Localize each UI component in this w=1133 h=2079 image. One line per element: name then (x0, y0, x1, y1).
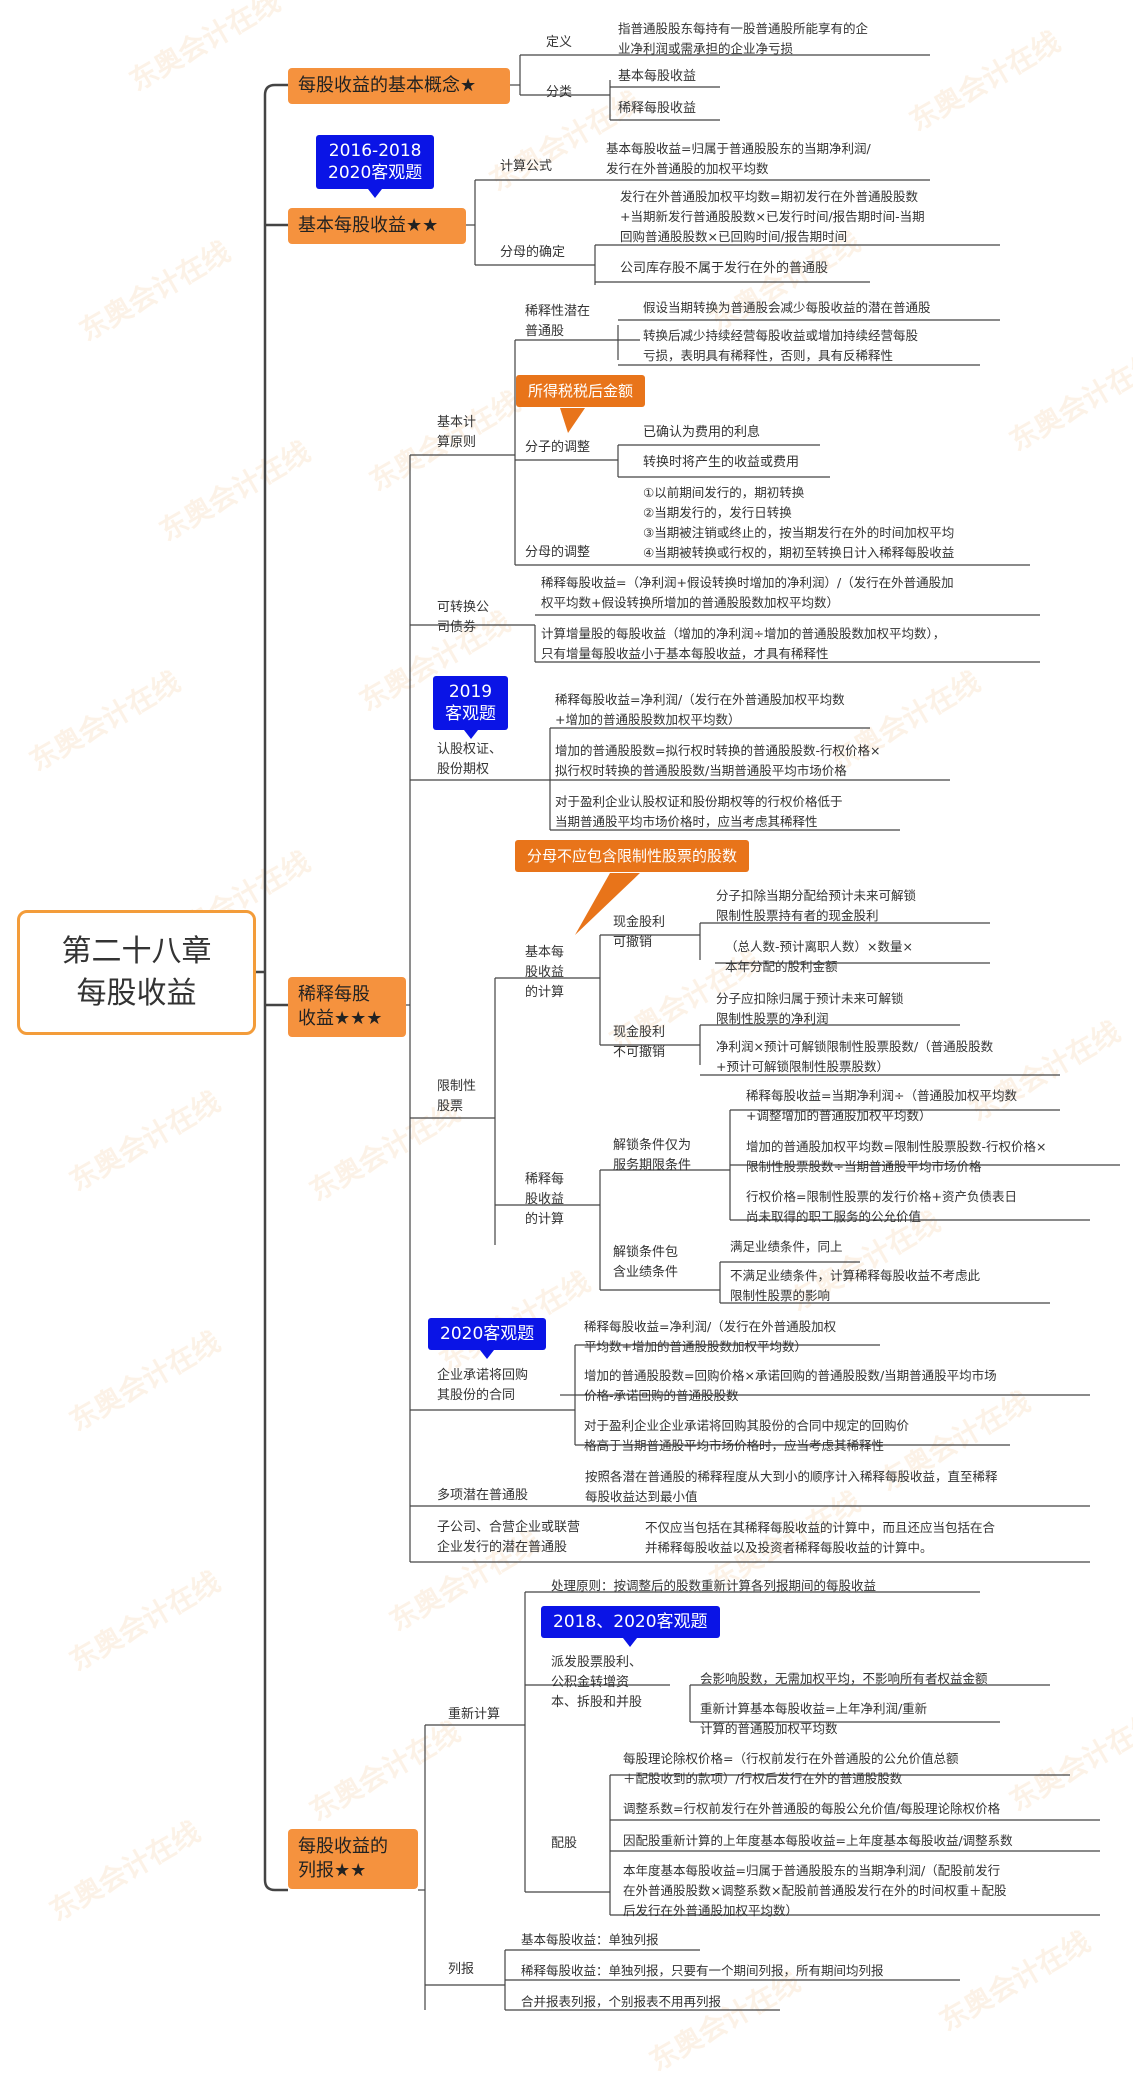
node-revocable-amount: （总人数-预计离职人数）×数量× 本年分配的股利金额 (725, 939, 913, 974)
exam-year-tag-2016-2020: 2016-2018 2020客观题 (316, 135, 435, 198)
node-present-diluted: 稀释每股收益：单独列报，只要有一个期间列报，所有期间均列报 (521, 1963, 884, 1978)
node-rights-issue: 配股 (551, 1836, 578, 1851)
node-irrevocable-amount: 净利润×预计可解锁限制性股票股数/（普通股股数 +预计可解锁限制性股票股数） (716, 1039, 994, 1074)
node-performance-not-met: 不满足业绩条件，计算稀释每股收益不考虑此 限制性股票的影响 (730, 1268, 981, 1303)
node-restricted-stock: 限制性 股票 (437, 1079, 477, 1114)
callout-after-tax-amount: 所得税税后金额 (516, 375, 646, 407)
node-stock-dividends: 派发股票股利、 公积金转增资 本、拆股和并股 (551, 1655, 643, 1710)
connector-line (263, 972, 288, 1892)
node-revocable-dividend: 现金股利 可撤销 (613, 915, 666, 950)
node-current-year-eps: 本年度基本每股收益=归属于普通股股东的当期净利润/（配股前发行 在外普通股股数×… (623, 1863, 1007, 1918)
node-weighted-average: 发行在外普通股加权平均数=期初发行在外普通股股数 +当期新发行普通股股数×已发行… (620, 189, 925, 244)
mind-map: 东奥会计在线东奥会计在线东奥会计在线东奥会计在线东奥会计在线东奥会计在线东奥会计… (17, 0, 1133, 2078)
node-presentation: 列报 (448, 1962, 475, 1977)
node-repurchase-shares: 增加的普通股股数=回购价格×承诺回购的普通股股数/当期普通股平均市场 价格-承诺… (584, 1368, 997, 1403)
node-formula: 计算公式 (500, 159, 553, 174)
node-definition: 定义 (546, 35, 573, 50)
node-service-condition: 解锁条件仅为 服务期限条件 (613, 1138, 692, 1173)
node-performance-condition: 解锁条件包 含业绩条件 (613, 1245, 679, 1280)
node-basic-eps-class: 基本每股收益 (618, 69, 697, 84)
node-repurchase-dilutive: 对于盈利企业企业承诺将回购其股份的合同中规定的回购价 格高于当期普通股平均市场价… (584, 1418, 910, 1453)
node-service-shares: 增加的普通股加权平均数=限制性股票股数-行权价格× 限制性股票股数÷当期普通股平… (746, 1139, 1047, 1174)
callout-pointer (575, 873, 640, 935)
node-dilutive-test: 转换后减少持续经营每股收益或增加持续经营每股 亏损，表明具有稀释性，否则，具有反… (643, 328, 919, 363)
callout-pointer (560, 408, 585, 433)
node-multiple-order: 按照各潜在普通股的稀释程度从大到小的顺序计入稀释每股收益，直至稀释 每股收益达到… (585, 1469, 998, 1504)
node-basic-principles: 基本计 算原则 (437, 415, 477, 450)
node-warrants-shares: 增加的普通股股数=拟行权时转换的普通股股数-行权价格× 拟行权时转换的普通股股数… (555, 743, 881, 778)
root-node: 第二十八章 每股收益 (17, 910, 256, 1035)
node-recalculation: 重新计算 (448, 1707, 501, 1722)
node-irrevocable-numerator: 分子应扣除归属于预计未来可解锁 限制性股票的净利润 (716, 991, 904, 1026)
node-subsidiary-potential: 子公司、合营企业或联营 企业发行的潜在普通股 (437, 1520, 581, 1555)
node-warrants-formula: 稀释每股收益=净利润/（发行在外普通股加权平均数 +增加的普通股股数加权平均数） (555, 692, 845, 727)
branch-basic-concept: 每股收益的基本概念★ (288, 68, 510, 104)
node-dilutive-potential: 稀释性潜在 普通股 (525, 304, 591, 339)
branch-diluted-eps: 稀释每股 收益★★★ (288, 977, 406, 1037)
node-interest-expense: 已确认为费用的利息 (643, 425, 761, 440)
node-numerator-adjustment: 分子的调整 (525, 440, 591, 455)
callout-exclude-restricted-shares: 分母不应包含限制性股票的股数 (515, 840, 750, 872)
node-revocable-numerator: 分子扣除当期分配给预计未来可解锁 限制性股票持有者的现金股利 (716, 888, 917, 923)
exam-year-tag-2019: 2019 客观题 (433, 676, 508, 739)
node-repurchase-contract: 企业承诺将回购 其股份的合同 (437, 1368, 529, 1403)
connector-line (263, 83, 288, 972)
node-convertible-bonds: 可转换公 司债券 (437, 600, 490, 635)
node-repurchase-formula: 稀释每股收益=净利润/（发行在外普通股加权 平均数+增加的普通股股数加权平均数） (584, 1319, 837, 1354)
node-treasury-stock: 公司库存股不属于发行在外的普通股 (620, 261, 829, 276)
node-ex-rights-price: 每股理论除权价格=（行权前发行在外普通股的公允价值总额 ＋配股收到的款项）/行权… (623, 1751, 959, 1786)
node-subsidiary-inclusion: 不仅应当包括在其稀释每股收益的计算中，而且还应当包括在合 并稀释每股收益以及投资… (645, 1520, 996, 1555)
node-diluted-eps-class: 稀释每股收益 (618, 101, 697, 116)
branch-eps-reporting: 每股收益的 列报★★ (288, 1829, 418, 1889)
node-performance-met: 满足业绩条件，同上 (730, 1239, 843, 1254)
exam-year-tag-2018-2020: 2018、2020客观题 (541, 1606, 720, 1647)
node-prior-year-restated: 因配股重新计算的上年度基本每股收益=上年度基本每股收益/调整系数 (623, 1833, 1013, 1848)
node-dilutive-definition: 假设当期转换为普通股会减少每股收益的潜在普通股 (643, 300, 931, 315)
node-irrevocable-dividend: 现金股利 不可撤销 (613, 1025, 666, 1060)
node-multiple-potential: 多项潜在普通股 (437, 1488, 529, 1503)
node-formula-text: 基本每股收益=归属于普通股股东的当期净利润/ 发行在外普通股的加权平均数 (606, 141, 871, 176)
node-restricted-diluted-calc: 稀释每 股收益 的计算 (525, 1172, 565, 1227)
node-exercise-price: 行权价格=限制性股票的发行价格+资产负债表日 尚未取得的职工服务的公允价值 (746, 1189, 1017, 1224)
node-incremental-eps: 计算增量股的每股收益（增加的净利润÷增加的普通股股数加权平均数）， 只有增量每股… (541, 626, 946, 661)
node-adjustment-factor: 调整系数=行权前发行在外普通股的每股公允价值/每股理论除权价格 (623, 1801, 1001, 1816)
node-denominator: 分母的确定 (500, 245, 566, 260)
branch-basic-eps: 基本每股收益★★ (288, 208, 466, 244)
node-conversion-timing: ①以前期间发行的，期初转换 ②当期发行的，发行日转换 ③当期被注销或终止的，按当… (643, 485, 955, 560)
exam-year-tag-2020: 2020客观题 (428, 1318, 547, 1359)
node-stock-dividend-recalc: 重新计算基本每股收益=上年净利润/重新 计算的普通股加权平均数 (700, 1701, 928, 1736)
node-stock-dividend-effect: 会影响股数，无需加权平均，不影响所有者权益金额 (700, 1671, 988, 1686)
node-warrants-options: 认股权证、 股份期权 (437, 742, 503, 777)
node-recalc-principle: 处理原则：按调整后的股数重新计算各列报期间的每股收益 (551, 1578, 877, 1593)
node-present-consolidated: 合并报表列报，个别报表不用再列报 (521, 1994, 722, 2009)
node-definition-text: 指普通股股东每持有一股普通股所能享有的企 业净利润或需承担的企业净亏损 (618, 21, 869, 56)
node-denominator-adjustment: 分母的调整 (525, 545, 591, 560)
node-present-basic: 基本每股收益：单独列报 (521, 1932, 659, 1947)
node-restricted-basic-calc: 基本每 股收益 的计算 (525, 945, 565, 1000)
node-warrants-dilutive: 对于盈利企业认股权证和股份期权等的行权价格低于 当期普通股平均市场价格时，应当考… (555, 794, 843, 829)
node-conversion-gains: 转换时将产生的收益或费用 (643, 455, 800, 470)
node-service-formula: 稀释每股收益=当期净利润÷（普通股加权平均数 +调整增加的普通股加权平均数） (746, 1088, 1017, 1123)
connector-lines (256, 54, 1120, 2011)
node-convertible-formula: 稀释每股收益=（净利润+假设转换时增加的净利润）/（发行在外普通股加 权平均数+… (541, 575, 954, 610)
node-classification: 分类 (546, 85, 573, 100)
